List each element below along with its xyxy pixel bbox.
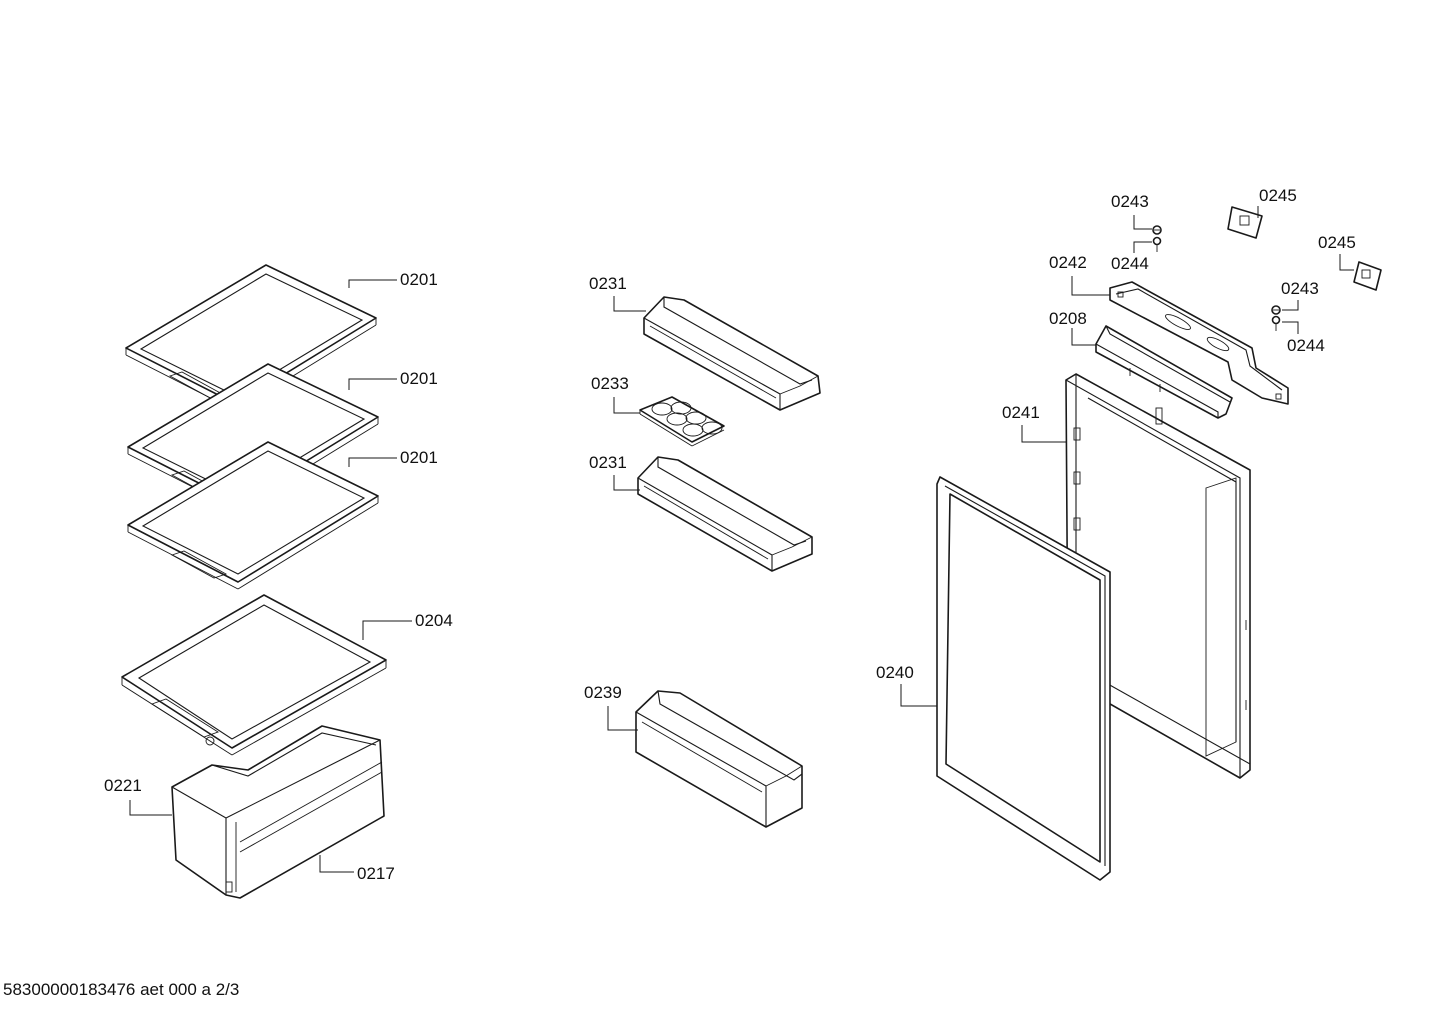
callout-0245-upper: 0245 (1259, 186, 1297, 205)
callout-0241: 0241 (1002, 403, 1040, 422)
screw-right (1271, 305, 1281, 315)
callout-0244-right: 0244 (1287, 336, 1325, 355)
callout-0243-upper: 0243 (1111, 192, 1149, 211)
callout-0231-lower: 0231 (589, 453, 627, 472)
screw-upper (1152, 225, 1162, 235)
callout-0201-top: 0201 (400, 270, 438, 289)
document-footer-id: 58300000183476 aet 000 a 2/3 (3, 980, 240, 999)
bottle-shelf (635, 690, 803, 828)
hinge-bracket-right (1353, 261, 1382, 291)
callout-0245-right: 0245 (1318, 233, 1356, 252)
washer-upper (1152, 236, 1162, 252)
callout-0239: 0239 (584, 683, 622, 702)
glass-shelf-lower (127, 441, 379, 590)
crisper-drawer (171, 725, 385, 899)
callout-0242: 0242 (1049, 253, 1087, 272)
hinge-bracket-upper (1227, 206, 1263, 239)
callout-0204: 0204 (415, 611, 453, 630)
callout-0240: 0240 (876, 663, 914, 682)
washer-right (1271, 315, 1281, 331)
door-shelf-upper (643, 296, 821, 411)
callout-0243-right: 0243 (1281, 279, 1319, 298)
egg-tray (639, 396, 725, 447)
callout-0244-upper: 0244 (1111, 254, 1149, 273)
door-gasket (936, 476, 1111, 881)
handle-cover (1095, 325, 1233, 419)
callout-0201-middle: 0201 (400, 369, 438, 388)
callout-0201-lower: 0201 (400, 448, 438, 467)
callout-0233: 0233 (591, 374, 629, 393)
callout-0231-upper: 0231 (589, 274, 627, 293)
door-shelf-lower (637, 456, 813, 572)
callout-leaders (129, 206, 1354, 873)
hinge-rail (1109, 281, 1289, 405)
crisper-cover-shelf (121, 594, 387, 756)
callout-0208: 0208 (1049, 309, 1087, 328)
callout-0221: 0221 (104, 776, 142, 795)
callout-0217: 0217 (357, 864, 395, 883)
